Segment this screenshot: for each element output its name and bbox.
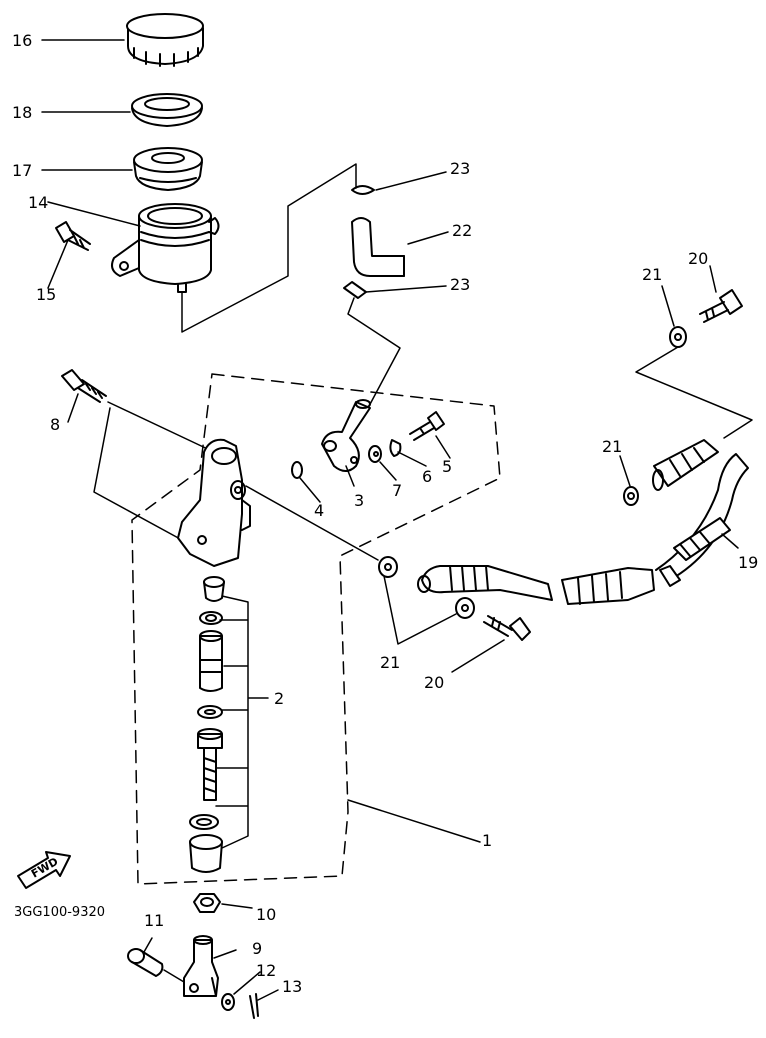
callout-20-lower: 20: [424, 673, 444, 692]
callout-1: 1: [482, 831, 492, 850]
route-line-reservoir-hose: [181, 163, 357, 333]
reservoir-hose: [351, 217, 405, 277]
piston-kit-parts: [189, 576, 225, 873]
callout-18: 18: [12, 103, 32, 122]
callout-16: 16: [12, 31, 32, 50]
callout-19: 19: [738, 553, 758, 572]
reservoir-screw: [55, 221, 91, 251]
callout-14: 14: [28, 193, 48, 212]
callout-4: 4: [314, 501, 324, 520]
union-washer-upper: [669, 326, 687, 348]
clevis: [183, 935, 219, 997]
assembly-boundary-1: [131, 373, 501, 885]
diaphragm: [133, 147, 203, 191]
leader-lines: [41, 39, 739, 1001]
callout-2: 2: [274, 689, 284, 708]
diaphragm-holder: [131, 93, 203, 127]
callout-22: 22: [452, 221, 472, 240]
fitting-bolt: [409, 411, 445, 441]
route-line-bolt: [93, 401, 215, 541]
hose-clip-lower: [343, 281, 367, 299]
clevis-washer: [221, 993, 235, 1011]
fitting-washer: [368, 445, 382, 463]
callout-15: 15: [36, 285, 56, 304]
union-bolt-lower: [483, 615, 531, 641]
callout-12: 12: [256, 961, 276, 980]
route-line-hose-fitting: [347, 297, 401, 409]
fitting-circlip: [389, 439, 402, 457]
leader-kit-2: [215, 595, 269, 849]
locknut: [193, 893, 221, 913]
callout-5: 5: [442, 457, 452, 476]
callout-20-upper: 20: [688, 249, 708, 268]
callout-11: 11: [144, 911, 164, 930]
union-washer-lower-right: [455, 597, 475, 619]
callout-8: 8: [50, 415, 60, 434]
callout-10: 10: [256, 905, 276, 924]
o-ring: [291, 461, 303, 479]
callout-21-upper: 21: [642, 265, 662, 284]
callout-9: 9: [252, 939, 262, 958]
route-line-body-washer: [245, 485, 379, 561]
union-bolt-upper: [699, 289, 743, 323]
reservoir-body: [111, 203, 220, 293]
hose-fitting: [321, 399, 371, 472]
callout-13: 13: [282, 977, 302, 996]
master-cylinder-body: [177, 438, 251, 567]
diagram-code: 3GG100-9320: [14, 905, 105, 920]
hose-clip-upper: [351, 185, 375, 195]
union-washer-lower-left: [378, 556, 398, 578]
callout-3: 3: [354, 491, 364, 510]
leader-washer-21: [383, 575, 457, 645]
reservoir-cap: [126, 13, 204, 67]
callout-17: 17: [12, 161, 32, 180]
union-washer-right: [623, 486, 639, 506]
callout-23-upper: 23: [450, 159, 470, 178]
callout-21-lower: 21: [380, 653, 400, 672]
route-line-upper-union: [635, 346, 753, 439]
callout-21-right: 21: [602, 437, 622, 456]
cotter-pin: [249, 993, 259, 1019]
callout-23-lower: 23: [450, 275, 470, 294]
brake-hose: [417, 439, 749, 605]
callout-7: 7: [392, 481, 402, 500]
callout-6: 6: [422, 467, 432, 486]
clevis-pin: [127, 948, 164, 977]
route-line-pin: [163, 969, 185, 983]
fwd-arrow-icon: FWD: [17, 851, 71, 889]
mounting-bolt: [61, 369, 107, 403]
